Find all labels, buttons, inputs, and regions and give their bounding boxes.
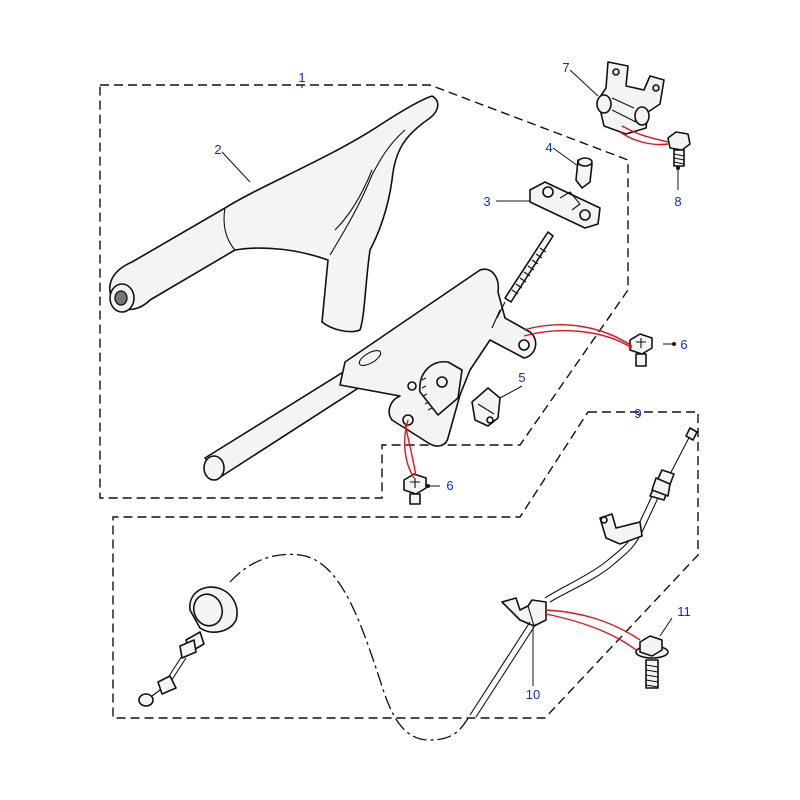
- bolt-part-8: [667, 131, 691, 167]
- callout-leaders: [221, 69, 679, 686]
- callout-5-label: 5: [518, 370, 525, 385]
- fastener-leaders: [403, 125, 669, 651]
- callout-7-label: 7: [562, 60, 569, 75]
- callout-9-label: 9: [634, 406, 641, 421]
- callout-1-label: 1: [298, 70, 305, 85]
- cable-assembly-group-border: [112, 411, 699, 719]
- pin-part: [575, 157, 593, 189]
- bolt-part-6-upper: [629, 333, 653, 367]
- callout-6-upper-label: 6: [680, 337, 687, 352]
- callout-10-label: 10: [526, 687, 540, 702]
- clamp-bracket-part: [529, 181, 601, 229]
- callout-11-label: 11: [677, 604, 691, 619]
- lever-grip-part: [108, 95, 439, 333]
- callout-numbers: 1 2 3 4 5 6 6 7 8 9 10 11: [214, 60, 690, 702]
- callout-4-label: 4: [545, 140, 552, 155]
- adjuster-rod-part: [504, 231, 554, 303]
- callout-3-label: 3: [483, 194, 490, 209]
- callout-2-label: 2: [214, 142, 221, 157]
- callout-8-label: 8: [674, 194, 681, 209]
- mounting-bracket-part: [596, 61, 665, 135]
- callout-6-lower-label: 6: [446, 478, 453, 493]
- cable-assembly-part: [138, 427, 698, 741]
- lever-body-part: [203, 268, 537, 481]
- bolt-part-6-lower: [403, 473, 427, 505]
- leader-end-dots: [426, 166, 680, 488]
- bolt-part-11: [635, 635, 669, 689]
- switch-clip-part: [471, 387, 501, 427]
- lever-assembly-group-border: [99, 84, 629, 499]
